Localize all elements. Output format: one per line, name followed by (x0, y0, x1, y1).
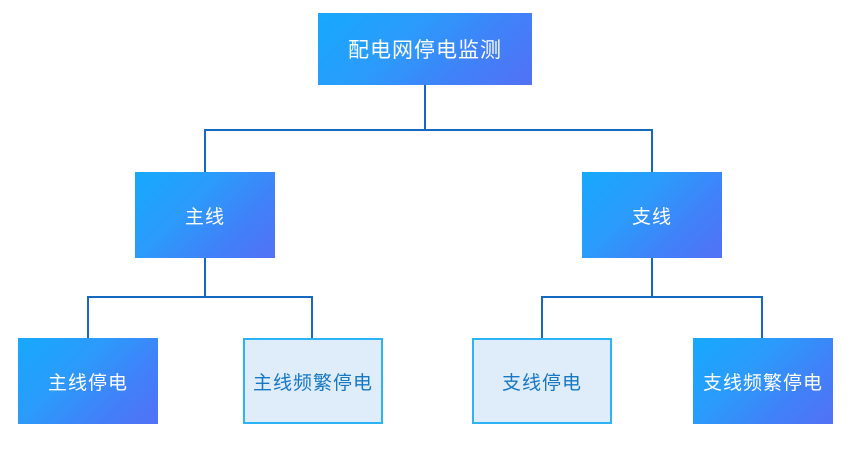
node-root-distribution-network-outage-monitoring[interactable]: 配电网停电监测 (318, 13, 532, 85)
connector-main-to-leaf2 (311, 296, 313, 338)
connector-main-bus (87, 296, 313, 298)
connector-branch-to-leaf3 (541, 296, 543, 338)
connector-root-to-branch (651, 129, 653, 172)
connector-root-stem (424, 85, 426, 131)
node-branch-line[interactable]: 支线 (582, 172, 722, 258)
connector-branch-stem (651, 258, 653, 297)
node-main-line-frequent-outage[interactable]: 主线频繁停电 (243, 338, 383, 424)
connector-main-to-leaf1 (87, 296, 89, 338)
connector-root-to-main (204, 129, 206, 172)
node-branch-line-frequent-outage[interactable]: 支线频繁停电 (693, 338, 833, 424)
connector-root-bus (204, 129, 653, 131)
node-main-line-outage[interactable]: 主线停电 (18, 338, 158, 424)
connector-branch-bus (541, 296, 763, 298)
connector-branch-to-leaf4 (761, 296, 763, 338)
node-main-line[interactable]: 主线 (135, 172, 275, 258)
connector-main-stem (204, 258, 206, 297)
node-branch-line-outage[interactable]: 支线停电 (472, 338, 612, 424)
